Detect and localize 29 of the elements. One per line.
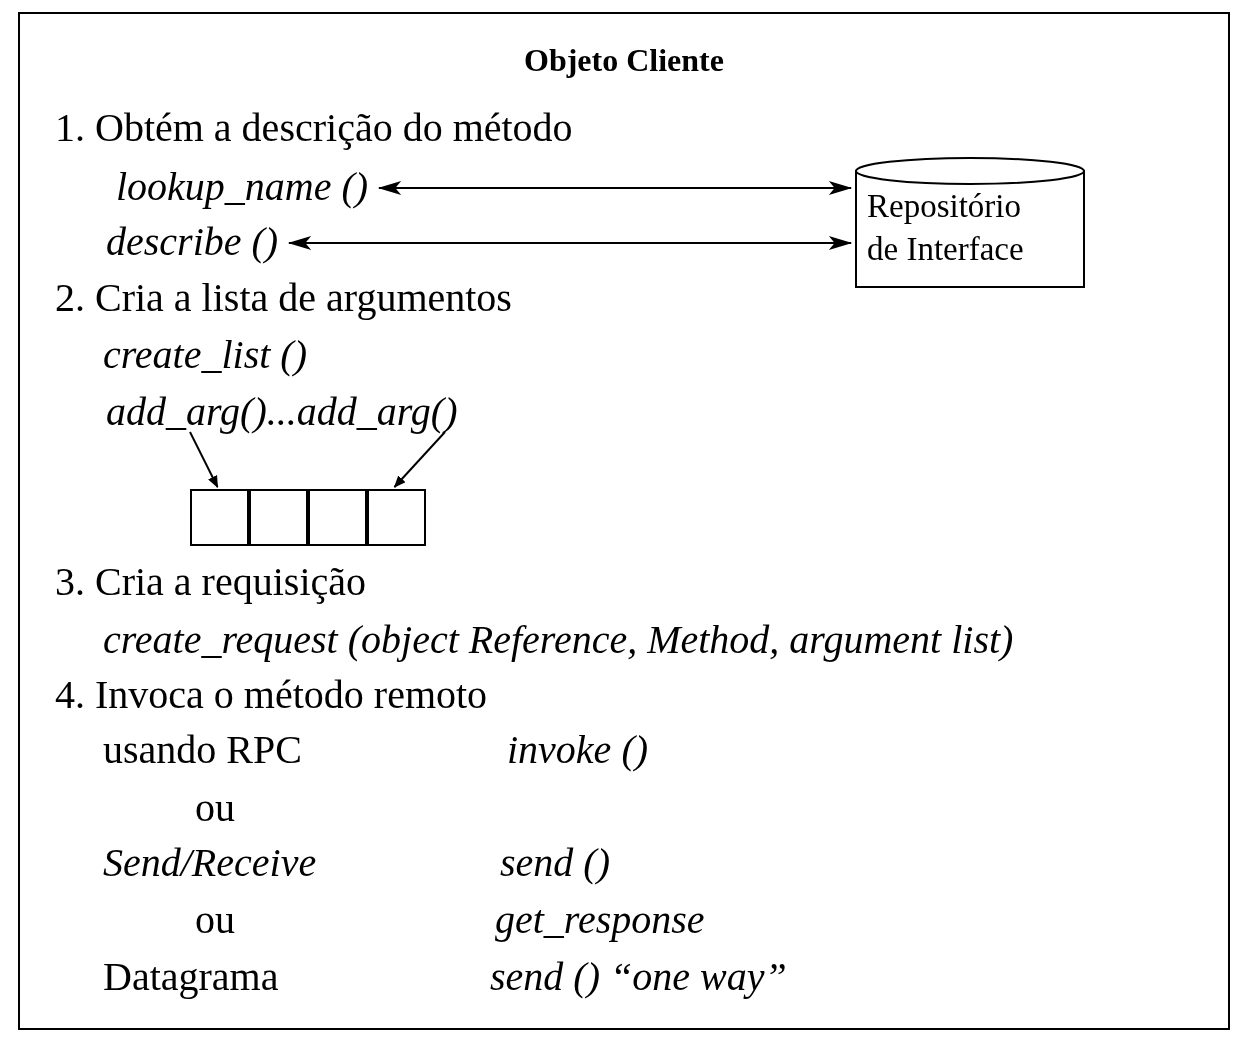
option-text: Send/Receive xyxy=(103,841,317,885)
method-call-text: send () xyxy=(500,841,610,885)
arrow xyxy=(393,431,446,488)
option-text: ou xyxy=(195,786,235,830)
method-call-text: get_response xyxy=(495,898,705,942)
arrow xyxy=(287,236,853,250)
argument-cell xyxy=(367,489,426,546)
option-text: usando RPC xyxy=(103,728,302,772)
step-heading: 4. Invoca o método remoto xyxy=(55,673,488,717)
argument-cell xyxy=(249,489,308,546)
step-heading: 2. Cria a lista de argumentos xyxy=(55,276,512,320)
arrow xyxy=(377,181,853,195)
method-call-text: send () “one way” xyxy=(490,955,787,999)
method-call-text: invoke () xyxy=(507,728,648,772)
method-call-text: add_arg()...add_arg() xyxy=(106,390,458,434)
method-call-text: create_request (object Reference, Method, argument list) xyxy=(103,618,1014,662)
arrow xyxy=(189,431,219,488)
option-text: Datagrama xyxy=(103,955,279,999)
frame-box xyxy=(18,12,1230,1030)
method-call-text: describe () xyxy=(106,220,279,264)
option-text: ou xyxy=(195,898,235,942)
method-call-text: create_list () xyxy=(103,333,307,377)
argument-cell xyxy=(308,489,367,546)
step-heading: 1. Obtém a descrição do método xyxy=(55,106,573,150)
repository-label: Repositório de Interface xyxy=(867,187,1025,269)
argument-cell xyxy=(190,489,249,546)
step-heading: 3. Cria a requisição xyxy=(55,560,366,604)
title-text: Objeto Cliente xyxy=(524,42,724,78)
method-call-text: lookup_name () xyxy=(116,165,369,209)
